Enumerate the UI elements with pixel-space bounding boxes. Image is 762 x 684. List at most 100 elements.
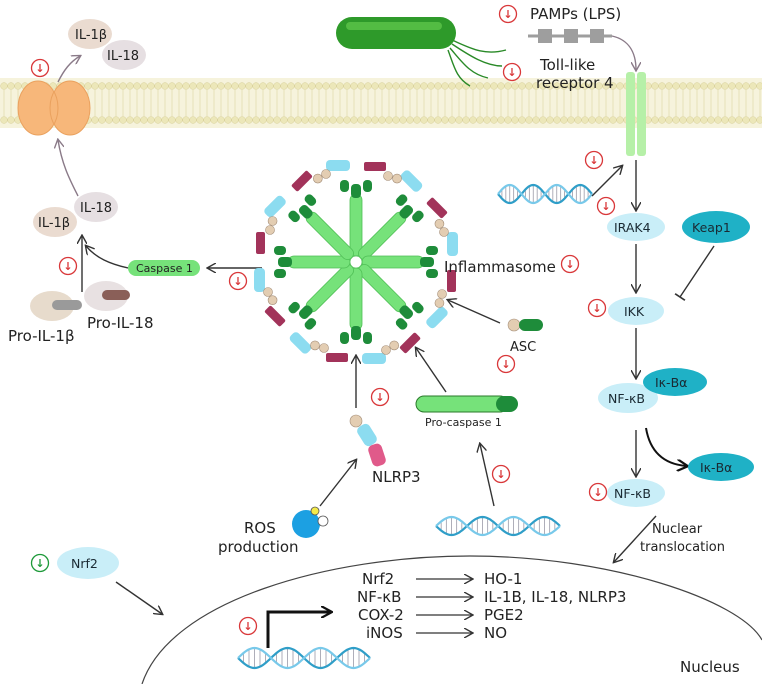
il18-mature: IL-18	[74, 192, 118, 222]
svg-text:↓: ↓	[592, 302, 601, 315]
svg-text:↓: ↓	[375, 391, 384, 404]
ikba-free: Iκ-Bα	[688, 453, 754, 481]
dna-helix-tlr	[497, 183, 593, 205]
dna-helix-nucleus	[237, 646, 371, 670]
down-marker-13: ↓	[30, 553, 50, 573]
ros-label-line1: ROS	[244, 519, 276, 537]
nuclear-translocation-arrow	[614, 515, 657, 562]
down-marker-2: ↓	[502, 62, 522, 82]
svg-text:↓: ↓	[35, 62, 44, 75]
irak4-label: IRAK4	[614, 220, 651, 235]
nucleus-label: Nucleus	[680, 658, 740, 676]
down-marker-14: ↓	[238, 616, 258, 636]
svg-text:↓: ↓	[501, 358, 510, 371]
procaspase-to-inflammasome-arrow	[416, 348, 447, 393]
ros-label-line2: production	[218, 538, 299, 556]
caspase1-label: Caspase 1	[136, 262, 193, 275]
down-marker-3: ↓	[584, 150, 604, 170]
nfkb-free: NF-κB	[607, 479, 665, 507]
il1b-mature: IL-1β	[33, 207, 77, 237]
asc-to-inflammasome-arrow	[448, 300, 501, 324]
dna-helix-procaspase	[435, 515, 561, 537]
pro-il18-label: Pro-IL-18	[87, 314, 154, 332]
pamps-label: PAMPs (LPS)	[530, 5, 621, 23]
keap1-node: Keap1	[682, 211, 750, 243]
nucleus-product-3: NO	[484, 624, 507, 642]
down-marker-10: ↓	[496, 354, 516, 374]
nlrp3-label: NLRP3	[372, 468, 421, 486]
lps-binding-arrow	[611, 35, 636, 70]
nfkb-bound-label: NF-κB	[608, 391, 645, 406]
down-marker-1: ↓	[498, 4, 518, 24]
nucleus-gene-2: COX-2	[358, 606, 404, 624]
ros-to-nlrp3-arrow	[319, 460, 356, 507]
nrf2-to-nucleus-arrow	[115, 581, 162, 614]
inflammasome-label: Inflammasome	[444, 258, 556, 276]
ikba-free-label: Iκ-Bα	[700, 460, 732, 475]
pro-il1b	[30, 291, 82, 321]
ikba-bound-label: Iκ-Bα	[655, 375, 687, 390]
svg-text:↓: ↓	[593, 486, 602, 499]
down-marker-0: ↓	[30, 58, 50, 78]
pro-il18	[84, 281, 130, 311]
down-marker-11: ↓	[491, 464, 511, 484]
nucleus-product-0: HO-1	[484, 570, 522, 588]
tlr4-receptor	[626, 72, 646, 156]
tlr4-label-line1: Toll-like	[539, 56, 595, 74]
svg-text:↓: ↓	[565, 258, 574, 271]
nuclear-translocation-line1: Nuclear	[652, 522, 703, 537]
il1b-mature-label: IL-1β	[38, 216, 70, 231]
tlr4-label-line2: receptor 4	[536, 74, 614, 92]
svg-text:↓: ↓	[589, 154, 598, 167]
secretion-arrow	[58, 140, 79, 197]
asc-protein	[507, 318, 543, 332]
caspase-cleavage-arrow	[86, 246, 129, 269]
down-marker-12: ↓	[588, 482, 608, 502]
svg-text:↓: ↓	[35, 557, 44, 570]
transcription-arrow	[266, 612, 330, 648]
keap1-inhibits-ikk	[674, 245, 715, 301]
il-release-channel	[17, 80, 91, 136]
down-marker-6: ↓	[228, 271, 248, 291]
nucleus-gene-0: Nrf2	[362, 570, 394, 588]
il18-mature-label: IL-18	[80, 201, 112, 216]
bacterium	[336, 17, 507, 87]
down-marker-7: ↓	[587, 298, 607, 318]
down-marker-4: ↓	[596, 196, 616, 216]
nucleus-gene-1: NF-κB	[357, 588, 401, 606]
down-regulation-markers: ↓ ↓ ↓ ↓ ↓ ↓ ↓ ↓ ↓ ↓ ↓ ↓ ↓ ↓ ↓	[30, 4, 616, 636]
svg-text:↓: ↓	[243, 620, 252, 633]
pro-caspase1	[415, 395, 518, 413]
ikba-release-arrow	[645, 427, 686, 466]
nucleus-envelope	[141, 555, 762, 684]
caspase1-pill: Caspase 1	[128, 260, 200, 276]
down-marker-9: ↓	[370, 387, 390, 407]
svg-text:↓: ↓	[507, 66, 516, 79]
nrf2-label: Nrf2	[71, 556, 98, 571]
nlrp3-protein	[349, 414, 386, 467]
il1b-released-label: IL-1β	[75, 28, 107, 43]
ikk-node: IKK	[608, 297, 664, 325]
inflammasome-complex	[254, 160, 458, 364]
pro-caspase1-label: Pro-caspase 1	[425, 416, 502, 429]
nfkb-ikba-complex: Iκ-Bα NF-κB	[598, 368, 707, 413]
down-marker-5: ↓	[58, 256, 78, 276]
svg-text:↓: ↓	[496, 468, 505, 481]
down-marker-8: ↓	[560, 254, 580, 274]
nucleus-product-2: PGE2	[484, 606, 524, 624]
ros-molecule	[292, 506, 329, 538]
nrf2-node: Nrf2	[57, 547, 119, 579]
nuclear-translocation-line2: translocation	[640, 540, 725, 555]
asc-label: ASC	[510, 340, 536, 355]
svg-text:↓: ↓	[63, 260, 72, 273]
ikk-label: IKK	[624, 304, 645, 319]
svg-text:↓: ↓	[233, 275, 242, 288]
nfkb-free-label: NF-κB	[614, 486, 651, 501]
dna-to-procaspase-arrow	[480, 444, 495, 507]
il18-released: IL-18	[102, 40, 146, 70]
il1b-released: IL-1β	[68, 19, 112, 49]
keap1-label: Keap1	[692, 220, 731, 235]
release-arrow	[57, 56, 80, 83]
svg-text:↓: ↓	[503, 8, 512, 21]
